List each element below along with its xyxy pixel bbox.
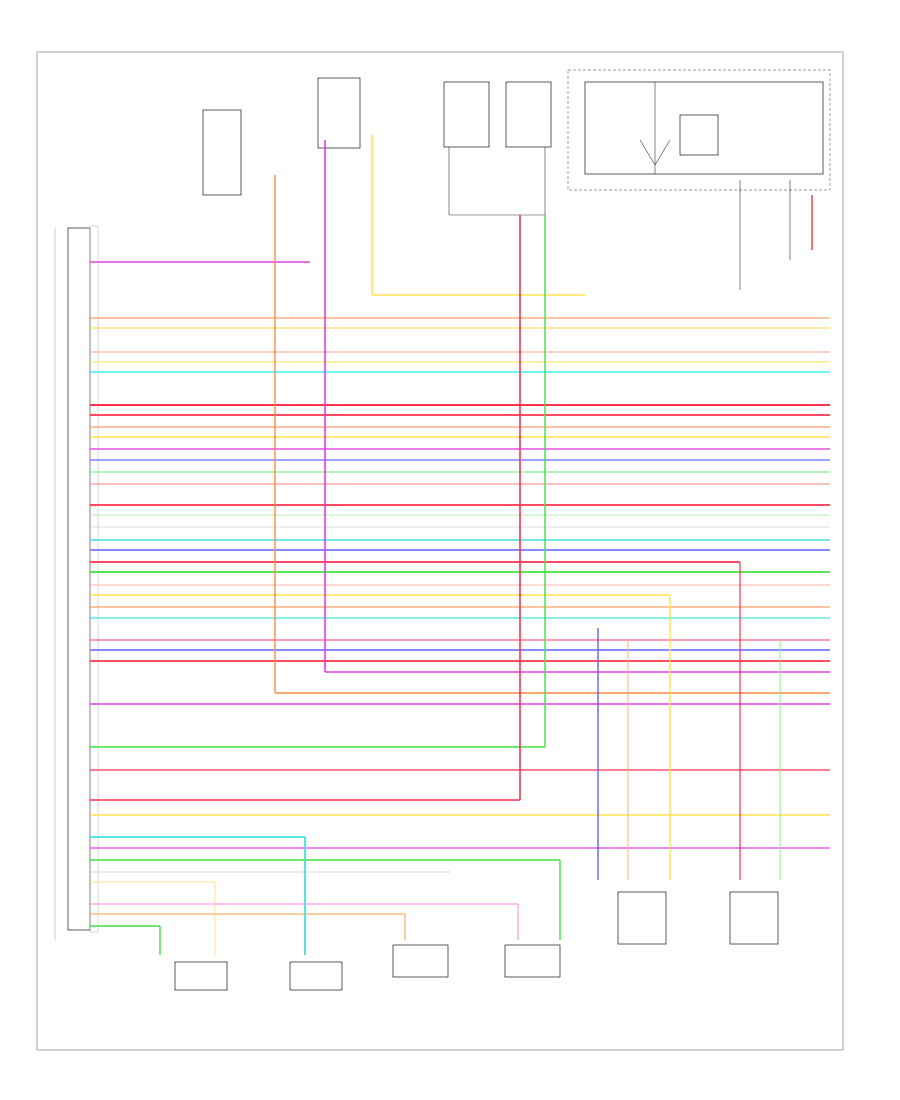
instrument-cluster [567,69,831,191]
srs-control-unit [54,225,99,940]
diagram-frame [36,51,844,1051]
upper-components [202,77,813,290]
signal-wires [90,261,830,927]
bottom-components [174,891,779,991]
vertical-wires [159,135,781,955]
